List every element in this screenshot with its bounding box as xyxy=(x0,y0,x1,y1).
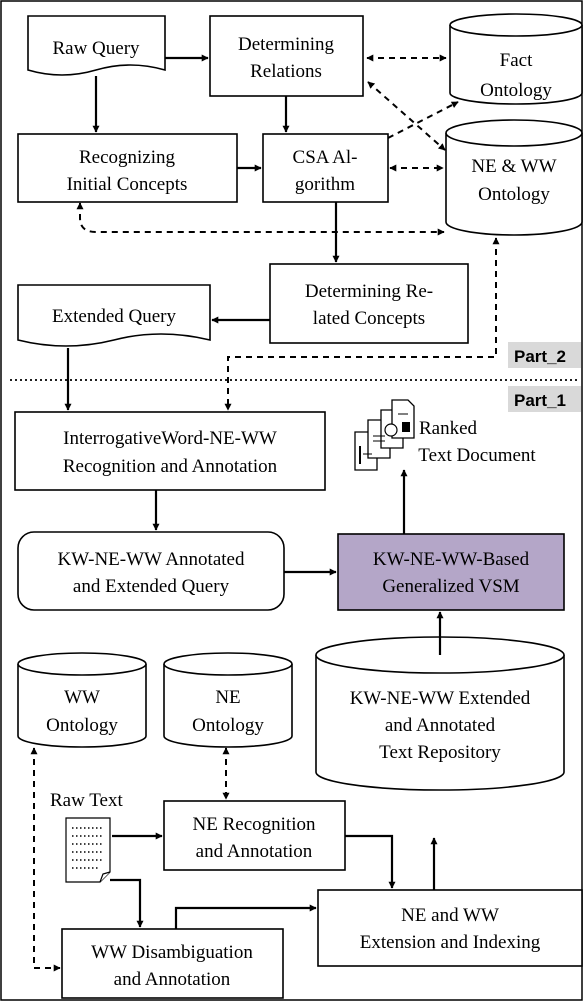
annotated-query-line2: and Extended Query xyxy=(73,576,230,597)
vsm-line2: Generalized VSM xyxy=(382,576,519,597)
repository-line2: and Annotated xyxy=(385,715,496,736)
ww-disambiguation-line2: and Annotation xyxy=(114,969,231,990)
raw-text-document-icon xyxy=(65,817,111,883)
vsm-line1: KW-NE-WW-Based xyxy=(373,549,530,570)
ne-ontology-cylinder: NE Ontology xyxy=(163,652,293,748)
ne-ontology-line1: NE xyxy=(215,687,240,708)
ne-ww-extension-node: NE and WW Extension and Indexing xyxy=(317,889,583,967)
fact-ontology-cylinder: Fact Ontology xyxy=(449,13,583,105)
svg-text:Part_2: Part_2 xyxy=(514,347,566,366)
recognizing-line1: Recognizing xyxy=(79,147,176,168)
csa-algorithm-node: CSA Al- gorithm xyxy=(262,133,389,203)
extended-query-node: Extended Query xyxy=(17,284,211,347)
annotated-query-node: KW-NE-WW Annotated and Extended Query xyxy=(17,531,285,611)
raw-query-node: Raw Query xyxy=(27,15,166,76)
determining-related-concepts-node: Determining Re- lated Concepts xyxy=(269,263,469,344)
raw-query-label: Raw Query xyxy=(52,38,140,59)
ww-ontology-line2: Ontology xyxy=(46,715,118,736)
fact-ontology-line2: Ontology xyxy=(480,80,552,101)
ne-recognition-line1: NE Recognition xyxy=(193,814,316,835)
extended-query-label: Extended Query xyxy=(52,306,176,327)
ne-ww-ontology-line1: NE & WW xyxy=(471,156,556,177)
svg-text:Part_1: Part_1 xyxy=(514,391,566,410)
ranked-documents-line1: Ranked xyxy=(419,418,478,439)
ww-disambiguation-node: WW Disambiguation and Annotation xyxy=(61,928,284,999)
vsm-node: KW-NE-WW-Based Generalized VSM xyxy=(337,533,565,611)
extension-line1: NE and WW xyxy=(401,905,499,926)
ww-ontology-line1: WW xyxy=(64,687,100,708)
ranked-documents-icon xyxy=(354,399,415,471)
ne-recognition-line2: and Annotation xyxy=(196,841,313,862)
part2-connectors xyxy=(64,54,500,411)
extension-line2: Extension and Indexing xyxy=(360,932,541,953)
ww-disambiguation-line1: WW Disambiguation xyxy=(91,942,253,963)
recognizing-line2: Initial Concepts xyxy=(67,174,188,195)
ne-ww-ontology-line2: Ontology xyxy=(478,184,550,205)
annotated-query-line1: KW-NE-WW Annotated xyxy=(58,549,245,570)
part2-label: Part_2 xyxy=(508,342,581,368)
ww-ontology-cylinder: WW Ontology xyxy=(17,652,147,748)
determining-relations-line2: Relations xyxy=(250,61,322,82)
determining-relations-node: Determining Relations xyxy=(209,15,364,97)
determining-related-line1: Determining Re- xyxy=(305,281,433,302)
repository-line1: KW-NE-WW Extended xyxy=(350,688,531,709)
fact-ontology-line1: Fact xyxy=(500,50,533,71)
part1-label: Part_1 xyxy=(508,386,581,412)
determining-relations-line1: Determining xyxy=(238,34,335,55)
recognizing-initial-concepts-node: Recognizing Initial Concepts xyxy=(17,133,238,203)
ne-recognition-node: NE Recognition and Annotation xyxy=(163,800,346,871)
part1-connectors xyxy=(30,469,444,972)
ranked-documents-line2: Text Document xyxy=(418,445,536,466)
csa-line2: gorithm xyxy=(295,174,355,195)
interrogative-recognition-node: InterrogativeWord-NE-WW Recognition and … xyxy=(14,411,326,491)
interrogative-line2: Recognition and Annotation xyxy=(63,456,278,477)
ne-ww-ontology-cylinder: NE & WW Ontology xyxy=(445,119,583,236)
repository-line3: Text Repository xyxy=(379,742,501,763)
ne-ontology-line2: Ontology xyxy=(192,715,264,736)
csa-line1: CSA Al- xyxy=(293,147,358,168)
interrogative-line1: InterrogativeWord-NE-WW xyxy=(63,428,277,449)
raw-text-label: Raw Text xyxy=(50,790,123,811)
determining-related-line2: lated Concepts xyxy=(313,308,425,329)
text-repository-cylinder: KW-NE-WW Extended and Annotated Text Rep… xyxy=(315,636,565,791)
